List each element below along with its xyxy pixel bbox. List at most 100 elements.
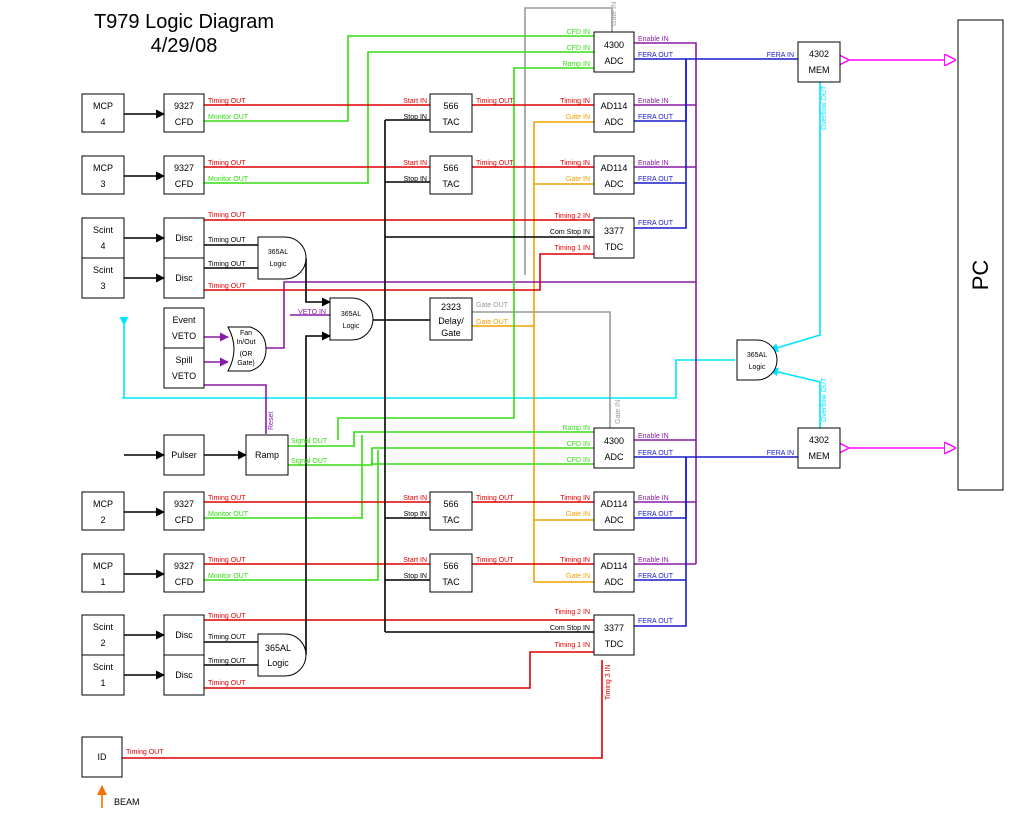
svg-text:Timing OUT: Timing OUT: [208, 557, 246, 564]
svg-text:4300: 4300: [604, 436, 624, 446]
svg-text:Fan: Fan: [240, 330, 252, 337]
tac-mcp4[interactable]: 566 TAC: [429, 93, 473, 133]
svg-text:Timing OUT: Timing OUT: [208, 634, 246, 641]
tac-mcp2[interactable]: 566 TAC: [429, 491, 473, 531]
pulser-block[interactable]: Pulser: [163, 434, 205, 476]
svg-text:Timing 2 IN: Timing 2 IN: [554, 609, 590, 616]
svg-text:4302: 4302: [809, 49, 829, 59]
tac-mcp3[interactable]: 566 TAC: [429, 155, 473, 195]
svg-text:MCP: MCP: [93, 101, 113, 111]
svg-text:3: 3: [100, 281, 105, 291]
overflow-wires: [119, 82, 821, 428]
timing-wires: [122, 104, 603, 759]
svg-text:Timing OUT: Timing OUT: [208, 160, 246, 167]
mem-4302-upper[interactable]: 4302 MEM: [797, 41, 841, 83]
tdc-3377-lower[interactable]: 3377 TDC: [593, 614, 635, 656]
svg-text:TAC: TAC: [442, 515, 460, 525]
svg-text:Stop IN: Stop IN: [404, 114, 427, 121]
svg-text:Gate IN: Gate IN: [566, 511, 590, 518]
logic-365al-right[interactable]: 365AL Logic: [736, 339, 778, 381]
mem-4302-lower[interactable]: 4302 MEM: [797, 427, 841, 469]
svg-text:VETO: VETO: [172, 331, 196, 341]
svg-text:Gate): Gate): [237, 360, 255, 367]
id-block[interactable]: ID: [81, 736, 123, 778]
logic-365al-lower[interactable]: 365AL Logic: [257, 633, 307, 677]
svg-text:9327: 9327: [174, 163, 194, 173]
svg-text:4300: 4300: [604, 40, 624, 50]
svg-text:TAC: TAC: [442, 577, 460, 587]
logic-wires: [124, 109, 594, 680]
cfd-3-block[interactable]: 9327 CFD: [163, 155, 205, 195]
svg-text:FERA IN: FERA IN: [767, 52, 794, 59]
svg-text:In/Out: In/Out: [236, 339, 255, 346]
svg-text:Logic: Logic: [270, 261, 287, 268]
scint-4-block[interactable]: Scint 4: [81, 217, 125, 259]
svg-text:PC: PC: [968, 260, 993, 291]
spill-veto-block[interactable]: Spill VETO: [163, 347, 205, 389]
scint-1-block[interactable]: Scint 1: [81, 654, 125, 696]
port-labels: Timing OUT Monitor OUT Timing OUT Monito…: [126, 2, 828, 756]
tdc-3377-upper[interactable]: 3377 TDC: [593, 217, 635, 259]
disc-1-block[interactable]: Disc: [163, 654, 205, 696]
ad114-mcp3[interactable]: AD114 ADC: [593, 155, 635, 195]
ramp-block[interactable]: Ramp: [245, 434, 289, 476]
svg-text:Logic: Logic: [267, 658, 289, 668]
svg-text:Timing OUT: Timing OUT: [476, 495, 514, 502]
svg-text:Spill: Spill: [175, 355, 192, 365]
svg-text:CFD: CFD: [175, 179, 194, 189]
svg-text:Event: Event: [172, 315, 196, 325]
svg-text:FERA OUT: FERA OUT: [638, 176, 674, 183]
cfd-4-block[interactable]: 9327 CFD: [163, 93, 205, 133]
ad114-mcp2[interactable]: AD114 ADC: [593, 491, 635, 531]
cfd-2-block[interactable]: 9327 CFD: [163, 491, 205, 531]
disc-2-block[interactable]: Disc: [163, 614, 205, 656]
svg-text:Disc: Disc: [175, 670, 193, 680]
svg-text:1: 1: [100, 678, 105, 688]
ad114-mcp4[interactable]: AD114 ADC: [593, 93, 635, 133]
logic-365al-veto[interactable]: 365AL Logic: [329, 297, 374, 341]
mcp-2-block[interactable]: MCP 2: [81, 491, 125, 531]
svg-text:Gate IN: Gate IN: [566, 176, 590, 183]
svg-text:Timing OUT: Timing OUT: [476, 98, 514, 105]
tac-mcp1[interactable]: 566 TAC: [429, 553, 473, 593]
svg-text:ADC: ADC: [604, 577, 624, 587]
svg-text:Timing OUT: Timing OUT: [476, 557, 514, 564]
svg-text:ADC: ADC: [604, 179, 624, 189]
cfd-1-block[interactable]: 9327 CFD: [163, 553, 205, 593]
logic-365al-upper[interactable]: 365AL Logic: [257, 236, 307, 280]
svg-text:Start IN: Start IN: [403, 557, 427, 564]
ad114-mcp1[interactable]: AD114 ADC: [593, 553, 635, 593]
svg-text:Disc: Disc: [175, 630, 193, 640]
beam-label: BEAM: [114, 797, 140, 807]
disc-4-block[interactable]: Disc: [163, 217, 205, 259]
svg-text:VETO: VETO: [172, 371, 196, 381]
svg-text:Gate IN: Gate IN: [566, 114, 590, 121]
fan-in-out-or-gate[interactable]: Fan In/Out (OR Gate): [227, 326, 267, 372]
svg-text:TAC: TAC: [442, 179, 460, 189]
svg-text:365AL: 365AL: [268, 249, 288, 256]
svg-text:2: 2: [100, 515, 105, 525]
disc-3-block[interactable]: Disc: [163, 257, 205, 299]
svg-text:FERA OUT: FERA OUT: [638, 114, 674, 121]
mcp-4-block[interactable]: MCP 4: [81, 93, 125, 133]
svg-text:9327: 9327: [174, 561, 194, 571]
mcp-3-block[interactable]: MCP 3: [81, 155, 125, 195]
svg-text:3: 3: [100, 179, 105, 189]
pc-block[interactable]: PC: [957, 19, 1004, 491]
svg-text:2323: 2323: [441, 302, 461, 312]
adc-4300-upper[interactable]: 4300 ADC: [593, 31, 635, 73]
svg-text:Gate OUT: Gate OUT: [476, 319, 509, 326]
adc-4300-lower[interactable]: 4300 ADC: [593, 427, 635, 469]
svg-text:2: 2: [100, 638, 105, 648]
svg-text:Enable IN: Enable IN: [638, 557, 669, 564]
event-veto-block[interactable]: Event VETO: [163, 307, 205, 349]
svg-text:Start IN: Start IN: [403, 495, 427, 502]
svg-text:Stop IN: Stop IN: [404, 176, 427, 183]
mcp-1-block[interactable]: MCP 1: [81, 553, 125, 593]
svg-text:Gate: Gate: [441, 328, 461, 338]
scint-3-block[interactable]: Scint 3: [81, 257, 125, 299]
scint-2-block[interactable]: Scint 2: [81, 614, 125, 656]
delay-gate-block[interactable]: 2323 Delay/ Gate: [429, 297, 473, 341]
svg-text:Logic: Logic: [749, 364, 766, 371]
